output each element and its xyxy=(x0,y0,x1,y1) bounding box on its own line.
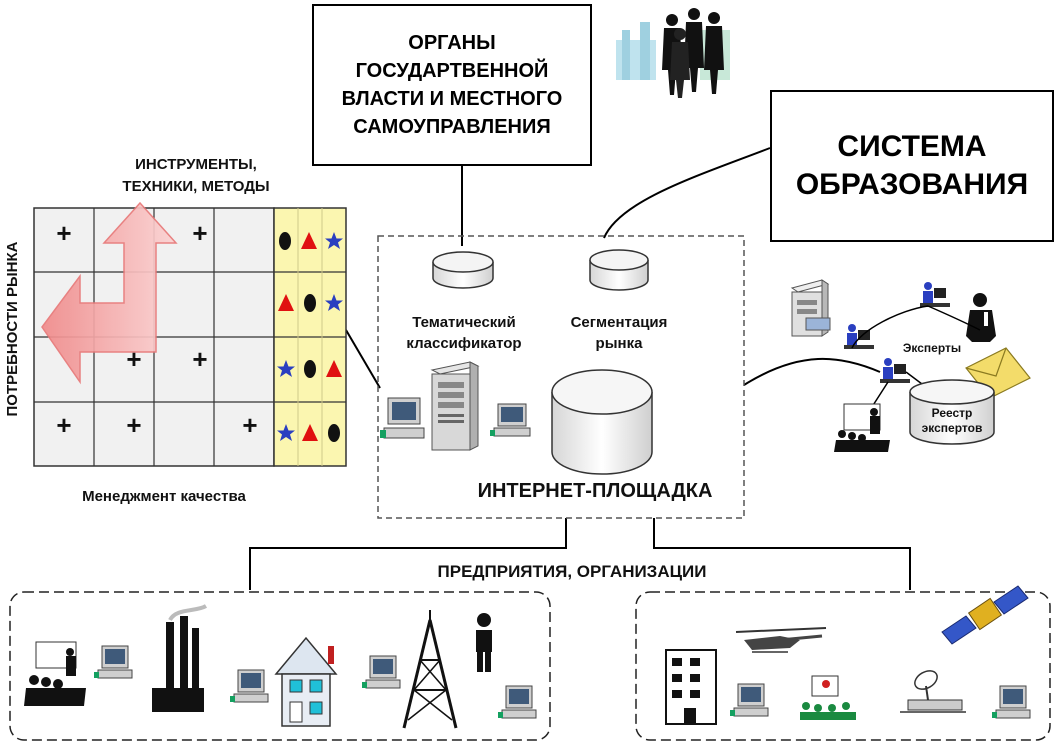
authorities-title-line: ГОСУДАРТВЕННОЙ xyxy=(355,60,549,82)
circle-icon xyxy=(304,360,316,378)
authorities-title-line: ВЛАСТИ И МЕСТНОГО xyxy=(341,88,563,110)
platform-title: ИНТЕРНЕТ-ПЛОЩАДКА xyxy=(477,480,713,502)
star-icon xyxy=(277,424,295,441)
quality-management-label: Менеджмент качества xyxy=(82,488,246,505)
computer-icon xyxy=(380,397,425,439)
segmentation-label: Сегментация рынка xyxy=(552,312,686,354)
factory-icon xyxy=(152,604,208,712)
platform-box xyxy=(377,235,745,519)
house-icon xyxy=(274,636,338,727)
expert-workstation-icon xyxy=(880,358,910,383)
tools-label: ИНСТРУМЕНТЫ, ТЕХНИКИ, МЕТОДЫ xyxy=(96,154,296,198)
symbol-panel xyxy=(273,207,347,467)
authorities-box: ОРГАНЫ ГОСУДАРТВЕННОЙ ВЛАСТИ И МЕСТНОГО … xyxy=(312,4,592,166)
registry-label: Реестр экспертов xyxy=(912,406,992,436)
classifier-label-line: классификатор xyxy=(406,335,522,352)
computer-icon xyxy=(498,685,537,719)
radio-tower-icon xyxy=(402,610,458,729)
registry-label-line: Реестр xyxy=(931,406,973,420)
circle-icon xyxy=(279,232,291,250)
triangle-icon xyxy=(326,360,342,377)
triangle-icon xyxy=(301,232,317,249)
experts-network-line xyxy=(851,305,929,349)
plus-mark: + xyxy=(56,218,72,248)
circle-icon xyxy=(304,294,316,312)
classifier-database-icon xyxy=(432,251,494,289)
segmentation-label-line: Сегментация xyxy=(570,314,668,331)
platform-database-icon xyxy=(551,369,653,475)
star-icon xyxy=(277,360,295,377)
plus-mark: + xyxy=(126,344,142,374)
computer-icon xyxy=(230,669,269,703)
computer-icon xyxy=(992,685,1031,719)
grid-connector xyxy=(345,329,381,389)
tools-label-line: ТЕХНИКИ, МЕТОДЫ xyxy=(122,178,270,195)
presentation-icon xyxy=(834,403,890,452)
office-building-icon xyxy=(665,649,717,725)
authorities-title-line: ОРГАНЫ xyxy=(408,32,496,54)
satellite-icon xyxy=(941,585,1029,645)
helicopter-icon xyxy=(735,627,827,653)
education-connector xyxy=(603,147,771,239)
triangle-icon xyxy=(302,424,318,441)
enterprises-right-box xyxy=(635,591,1051,741)
meeting-icon xyxy=(24,641,86,706)
plus-mark: + xyxy=(126,410,142,440)
experts-connector xyxy=(743,357,881,386)
person-icon xyxy=(476,613,492,672)
enterprises-label: ПРЕДПРИЯТИЯ, ОРГАНИЗАЦИИ xyxy=(437,562,707,581)
classifier-label-line: Тематический xyxy=(412,314,516,331)
plus-mark: + xyxy=(56,410,72,440)
computer-icon xyxy=(94,645,133,679)
arrow-icon xyxy=(41,201,178,385)
segmentation-label-line: рынка xyxy=(595,335,643,352)
star-icon xyxy=(325,294,343,311)
triangle-icon xyxy=(278,294,294,311)
enterprises-right-connector xyxy=(653,518,911,590)
satellite-dish-icon xyxy=(900,670,966,713)
classroom-icon xyxy=(800,675,856,720)
businessman-phone-icon xyxy=(966,293,996,342)
circle-icon xyxy=(328,424,340,442)
experts-server-icon xyxy=(790,279,831,337)
computer-icon xyxy=(730,683,769,717)
expert-workstation-icon xyxy=(844,324,874,349)
server-icon xyxy=(430,361,480,451)
star-icon xyxy=(325,232,343,249)
business-people-icon xyxy=(616,8,730,98)
plus-mark: + xyxy=(192,218,208,248)
segmentation-database-icon xyxy=(589,249,649,291)
enterprises-left-box xyxy=(9,591,551,741)
computer-icon xyxy=(490,403,531,437)
education-title-line: ОБРАЗОВАНИЯ xyxy=(795,168,1029,201)
plus-mark: + xyxy=(242,410,258,440)
plus-mark: + xyxy=(192,344,208,374)
enterprises-left-connector xyxy=(249,518,567,590)
tools-label-line: ИНСТРУМЕНТЫ, xyxy=(135,156,257,173)
computer-icon xyxy=(362,655,401,689)
expert-workstation-icon xyxy=(920,282,950,307)
authorities-title-line: САМОУПРАВЛЕНИЯ xyxy=(353,116,551,138)
registry-label-line: экспертов xyxy=(921,421,983,435)
market-needs-label: ПОТРЕБНОСТИ РЫНКА xyxy=(4,241,21,417)
registry-database-icon xyxy=(909,379,995,445)
experts-network-line xyxy=(927,305,981,331)
education-box: СИСТЕМА ОБРАЗОВАНИЯ xyxy=(770,90,1054,242)
experts-label: Эксперты xyxy=(902,341,962,355)
classifier-label: Тематический классификатор xyxy=(386,312,542,354)
education-title-line: СИСТЕМА xyxy=(837,130,987,163)
